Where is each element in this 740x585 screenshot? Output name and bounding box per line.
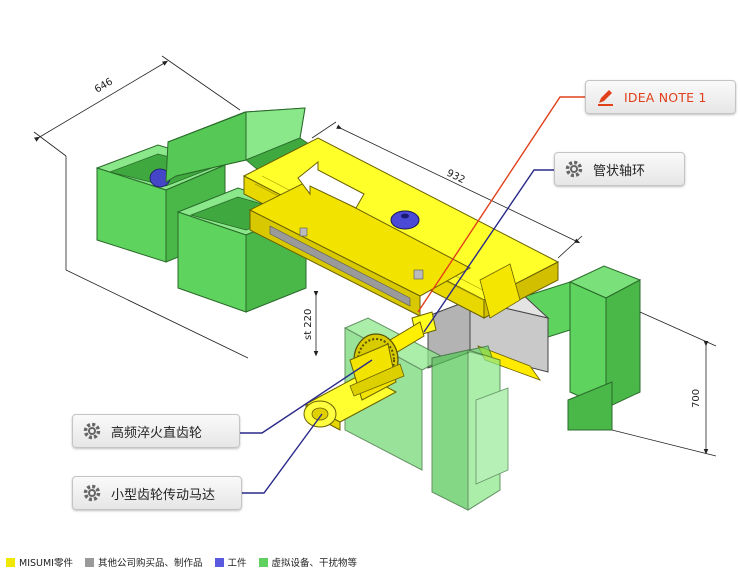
spur-gear-button[interactable]: 高频淬火直齿轮 xyxy=(72,414,240,448)
gear-motor-label: 小型齿轮传动马达 xyxy=(111,487,216,503)
idea-note-button[interactable]: IDEA NOTE 1 xyxy=(585,80,736,114)
gear-icon xyxy=(81,420,103,442)
legend-item-purchased: 其他公司购买品、制作品 xyxy=(84,555,203,569)
leader-motor xyxy=(242,413,323,494)
gear-icon xyxy=(563,158,585,180)
dimension-height xyxy=(611,311,717,457)
gear-icon xyxy=(81,482,103,504)
legend-item-virtual: 虚拟设备、干扰物等 xyxy=(258,555,358,569)
legend-swatch xyxy=(214,557,224,567)
legend-label: MISUMI零件 xyxy=(19,558,73,569)
leader-gear xyxy=(240,359,373,434)
frame-post-right xyxy=(525,265,642,431)
legend-swatch xyxy=(84,557,94,567)
gear-motor-button[interactable]: 小型齿轮传动马达 xyxy=(72,476,242,510)
legend-label: 其他公司购买品、制作品 xyxy=(97,558,203,569)
dimension-depth-label: 646 xyxy=(93,76,115,95)
legend-swatch xyxy=(258,557,268,567)
spur-gear-label: 高频淬火直齿轮 xyxy=(111,425,203,441)
legend-item-misumi: MISUMI零件 xyxy=(6,555,73,569)
dimension-length xyxy=(311,121,583,259)
legend-swatch xyxy=(6,557,15,567)
leader-shaft-collar xyxy=(423,169,554,333)
shaft-collar-label: 管状轴环 xyxy=(593,163,646,179)
gear-motor xyxy=(303,343,405,431)
idea-note-label: IDEA NOTE 1 xyxy=(624,89,707,105)
dimension-height-label: 700 xyxy=(691,389,702,408)
legend-label: 工件 xyxy=(227,558,247,569)
pencil-icon xyxy=(594,86,616,108)
legend-label: 虚拟设备、干扰物等 xyxy=(271,558,358,569)
legend: MISUMI零件 其他公司购买品、制作品 工件 虚拟设备、干扰物等 xyxy=(6,555,369,569)
extension-line xyxy=(65,156,249,359)
dimension-depth xyxy=(33,55,241,157)
box-lid xyxy=(165,107,313,183)
shaft-collar-button[interactable]: 管状轴环 xyxy=(554,152,685,186)
dimension-stroke-label: st 220 xyxy=(303,309,314,340)
legend-item-workpiece: 工件 xyxy=(214,555,247,569)
leader-idea-note xyxy=(417,96,585,313)
